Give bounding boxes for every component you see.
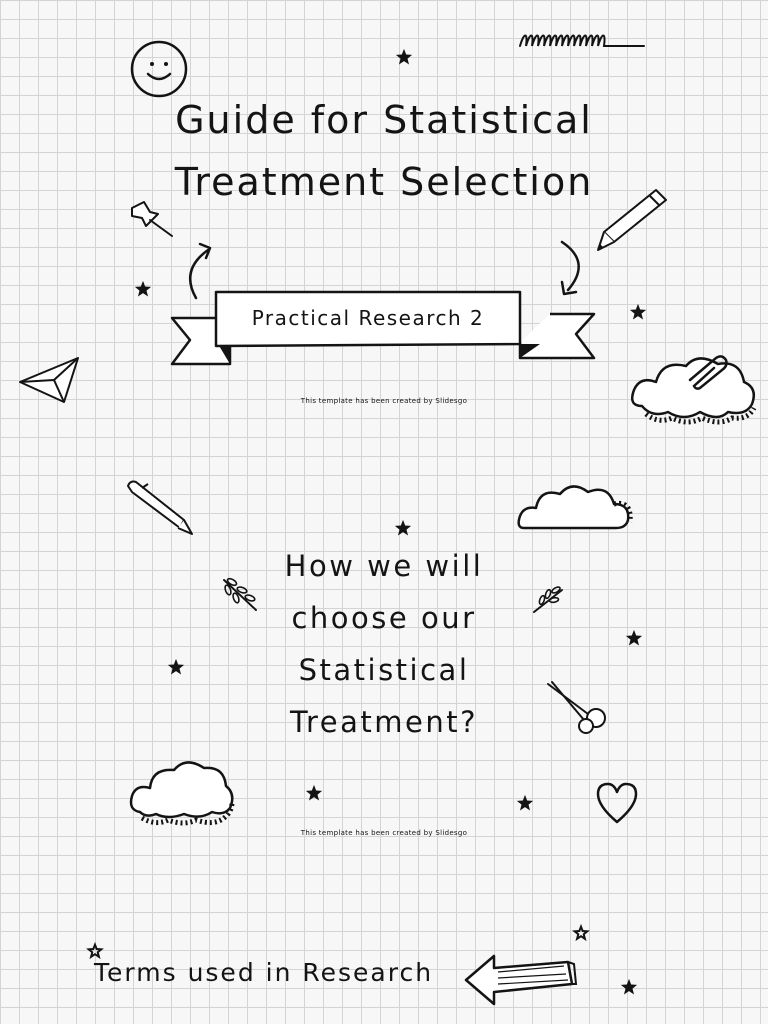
question-line-2: choose our	[291, 601, 477, 635]
pushpin-icon	[126, 198, 176, 240]
title-line-2: Treatment Selection	[174, 160, 594, 204]
star-outline-icon	[88, 944, 102, 958]
star-icon	[625, 629, 643, 646]
ribbon-banner	[168, 288, 600, 368]
pencil-icon	[594, 186, 670, 254]
star-icon	[395, 48, 413, 65]
question-line-1: How we will	[284, 549, 484, 583]
smiley-icon	[128, 38, 190, 100]
cloud-paperclip-icon	[628, 352, 760, 428]
question-line-3: Statistical	[298, 653, 470, 687]
star-outline-icon	[574, 926, 588, 940]
title-line-1: Guide for Statistical	[175, 98, 593, 142]
paper-plane-icon	[18, 356, 82, 406]
pen-icon	[124, 478, 194, 536]
star-icon	[394, 519, 412, 536]
scissors-icon	[544, 680, 612, 736]
question-line-4: Treatment?	[290, 705, 478, 739]
star-icon	[167, 658, 185, 675]
banner-label: Practical Research 2	[251, 306, 485, 330]
star-icon	[305, 784, 323, 801]
curved-arrow-left-icon	[178, 238, 222, 302]
credit-text-1: This template has been created by Slides…	[300, 397, 468, 405]
heart-icon	[594, 782, 640, 824]
star-icon	[629, 303, 647, 320]
terms-used-link[interactable]: Terms used in Research	[94, 958, 434, 987]
cloud-icon	[128, 758, 236, 826]
curved-arrow-right-icon	[552, 236, 596, 300]
credit-text-2: This template has been created by Slides…	[300, 829, 468, 837]
squiggle-icon	[518, 30, 650, 52]
cloud-icon	[516, 480, 636, 534]
star-icon	[134, 280, 152, 297]
star-icon	[620, 978, 638, 995]
leaf-sprig-icon	[222, 576, 260, 614]
star-icon	[516, 794, 534, 811]
leaf-sprig-icon	[532, 586, 564, 614]
arrow-left-icon[interactable]	[464, 954, 576, 1006]
